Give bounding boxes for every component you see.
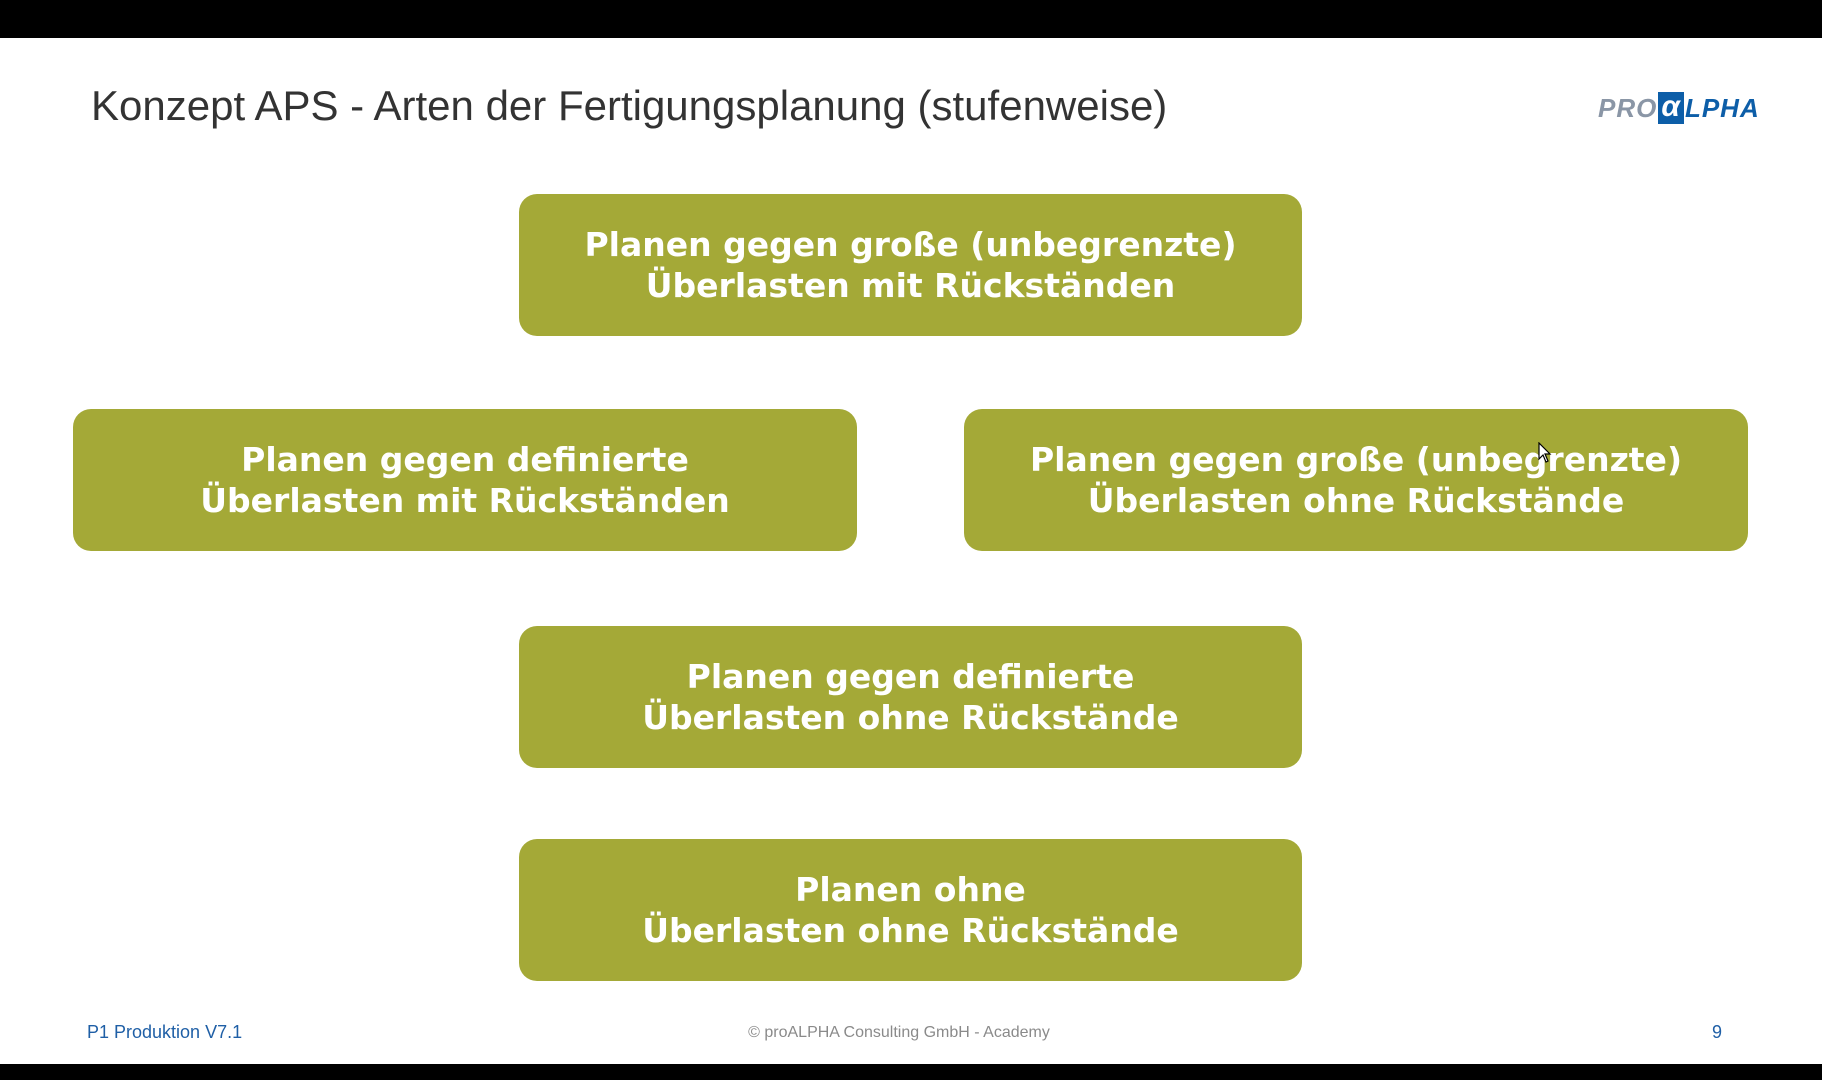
planning-box-defined-overload-with-backlog: Planen gegen definierte Überlasten mit R… xyxy=(73,409,857,551)
footer-copyright: © proALPHA Consulting GmbH - Academy xyxy=(748,1024,1050,1041)
planning-box-no-overload-without-backlog: Planen ohne Überlasten ohne Rückstände xyxy=(519,839,1302,981)
logo-lpha-text: LPHA xyxy=(1684,92,1760,123)
box-line-2: Überlasten ohne Rückstände xyxy=(642,698,1179,737)
mouse-pointer-icon xyxy=(1538,441,1552,469)
footer-course-label: P1 Produktion V7.1 xyxy=(87,1022,243,1042)
box-line-2: Überlasten ohne Rückstände xyxy=(1087,481,1625,520)
presentation-slide: Konzept APS - Arten der Fertigungsplanun… xyxy=(0,38,1822,1064)
box-line-1: Planen gegen definierte xyxy=(686,657,1135,696)
logo-pro-text: PRO xyxy=(1598,92,1658,123)
box-line-2: Überlasten mit Rückständen xyxy=(200,481,730,520)
video-letterbox-top xyxy=(0,0,1822,38)
box-line-1: Planen gegen definierte xyxy=(241,440,689,479)
video-letterbox-bottom xyxy=(0,1064,1822,1080)
box-line-1: Planen gegen große (unbegrenzte) xyxy=(1029,440,1683,479)
planning-box-large-overload-without-backlog: Planen gegen große (unbegrenzte) Überlas… xyxy=(964,409,1748,551)
planning-box-defined-overload-without-backlog: Planen gegen definierte Überlasten ohne … xyxy=(519,626,1302,768)
slide-title: Konzept APS - Arten der Fertigungsplanun… xyxy=(91,82,1168,129)
box-line-1: Planen gegen große (unbegrenzte) xyxy=(584,225,1237,264)
box-line-1: Planen ohne xyxy=(795,870,1026,909)
logo-alpha-glyph: α xyxy=(1658,92,1684,124)
slide-page-number: 9 xyxy=(1712,1022,1723,1042)
planning-box-large-overload-with-backlog: Planen gegen große (unbegrenzte) Überlas… xyxy=(519,194,1302,336)
box-line-2: Überlasten ohne Rückstände xyxy=(642,911,1179,950)
box-line-2: Überlasten mit Rückständen xyxy=(645,266,1176,305)
